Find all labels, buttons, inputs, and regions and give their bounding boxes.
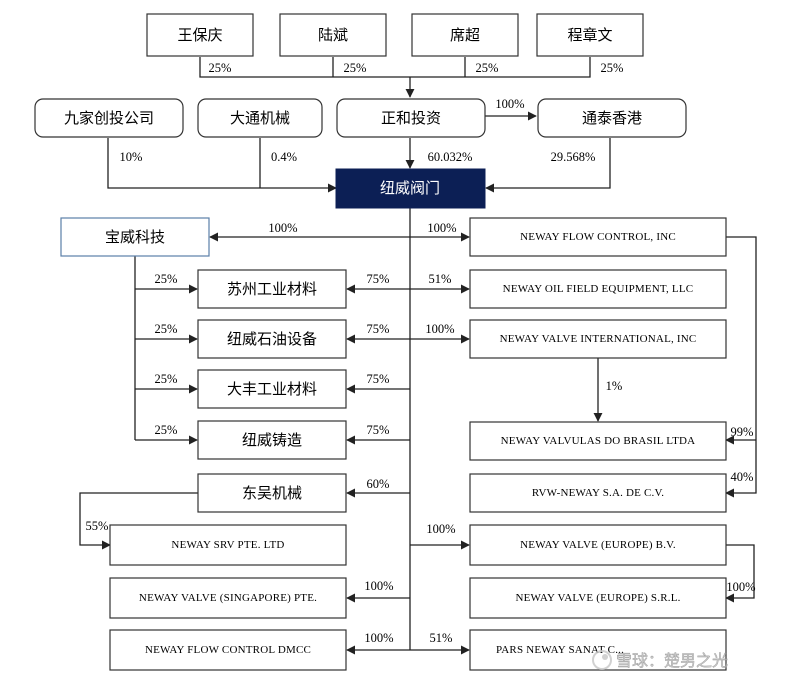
pct-tongtai-to-neway: 29.568% <box>551 150 596 164</box>
node-baowei: 宝威科技 <box>105 228 165 246</box>
connector-lines <box>79 57 757 655</box>
boxes <box>34 13 727 671</box>
pct-neway-to-intl: 100% <box>425 322 454 336</box>
pct-bv-to-srl: 100% <box>726 580 755 594</box>
node-pars-neway: PARS NEWAY SANAT C... <box>496 644 624 656</box>
node-box-cheng-zhangwen <box>536 13 644 57</box>
node-box-zhenghe <box>336 98 486 138</box>
node-box-neway-casting <box>197 420 347 460</box>
pct-neway-to-casting: 75% <box>367 423 390 437</box>
node-box-neway-oil-equipment <box>197 319 347 359</box>
pct-lu-to-zhenghe: 25% <box>344 61 367 75</box>
snowball-logo-icon <box>592 650 612 670</box>
pct-baowei-to-dafeng: 25% <box>155 372 178 386</box>
pct-neway-to-dafeng: 75% <box>367 372 390 386</box>
pct-jiujia-to-neway: 10% <box>120 150 143 164</box>
node-box-lu-bin <box>279 13 387 57</box>
pct-intl-to-brasil: 1% <box>606 379 623 393</box>
node-box-neway-srv <box>109 524 347 566</box>
node-box-jiujia <box>34 98 184 138</box>
node-neway-europe-bv: NEWAY VALVE (EUROPE) B.V. <box>520 539 676 551</box>
pct-flow-inc-to-brasil: 99% <box>731 425 754 439</box>
node-neway-europe-srl: NEWAY VALVE (EUROPE) S.R.L. <box>515 592 680 604</box>
node-box-neway-flow-inc <box>469 217 727 257</box>
node-neway-valve: 纽威阀门 <box>380 179 440 197</box>
pct-baowei-to-oil-equipment: 25% <box>155 322 178 336</box>
pct-zhenghe-to-neway: 60.032% <box>428 150 473 164</box>
pct-datong-to-neway: 0.4% <box>271 150 297 164</box>
node-box-tongtai <box>537 98 687 138</box>
node-neway-brasil: NEWAY VALVULAS DO BRASIL LTDA <box>501 435 696 447</box>
node-neway-casting: 纽威铸造 <box>242 431 302 449</box>
pct-flow-inc-to-rvw: 40% <box>731 470 754 484</box>
pct-cheng-to-zhenghe: 25% <box>601 61 624 75</box>
pct-wang-to-zhenghe: 25% <box>209 61 232 75</box>
pct-neway-to-pars: 51% <box>430 631 453 645</box>
pct-neway-to-europe-bv: 100% <box>426 522 455 536</box>
node-box-neway-brasil <box>469 421 727 461</box>
node-box-datong <box>197 98 323 138</box>
watermark: 雪球：楚男之光 <box>592 650 728 670</box>
node-neway-singapore: NEWAY VALVE (SINGAPORE) PTE. <box>139 592 317 604</box>
node-box-neway-singapore <box>109 577 347 619</box>
node-jiujia: 九家创投公司 <box>64 109 154 127</box>
node-box-neway-intl <box>469 319 727 359</box>
pct-zhenghe-to-tongtai: 100% <box>495 97 524 111</box>
node-box-dongwu <box>197 473 347 513</box>
node-rvw-neway: RVW-NEWAY S.A. DE C.V. <box>532 487 664 499</box>
node-box-dafeng-material <box>197 369 347 409</box>
node-box-neway-europe-bv <box>469 524 727 566</box>
pct-baowei-to-suzhou: 25% <box>155 272 178 286</box>
node-zhenghe: 正和投资 <box>381 109 441 127</box>
pct-neway-to-baowei: 100% <box>268 221 297 235</box>
node-neway-flow-inc: NEWAY FLOW CONTROL, INC <box>520 231 676 243</box>
node-box-wang-baoqing <box>146 13 254 57</box>
node-xi-chao: 席超 <box>450 26 480 44</box>
node-box-neway-valve <box>335 168 486 209</box>
node-box-neway-dmcc <box>109 629 347 671</box>
pct-neway-to-oil-llc: 51% <box>429 272 452 286</box>
node-neway-oil-llc: NEWAY OIL FIELD EQUIPMENT, LLC <box>503 283 694 295</box>
node-dongwu: 东吴机械 <box>242 484 302 502</box>
node-box-suzhou-material <box>197 269 347 309</box>
node-neway-dmcc: NEWAY FLOW CONTROL DMCC <box>145 644 311 656</box>
node-box-xi-chao <box>411 13 519 57</box>
pct-neway-to-dongwu: 60% <box>367 477 390 491</box>
box-labels: 王保庆 陆斌 席超 程章文 九家创投公司 大通机械 正和投资 通泰香港 纽威阀门… <box>64 26 696 656</box>
node-box-neway-oil-llc <box>469 269 727 309</box>
node-neway-intl: NEWAY VALVE INTERNATIONAL, INC <box>500 333 697 345</box>
watermark-text: 雪球：楚男之光 <box>616 651 728 670</box>
node-datong: 大通机械 <box>230 109 290 127</box>
node-box-neway-europe-srl <box>469 577 727 619</box>
node-wang-baoqing: 王保庆 <box>177 26 222 44</box>
node-dafeng-material: 大丰工业材料 <box>227 380 317 398</box>
node-tongtai: 通泰香港 <box>582 109 642 127</box>
pct-neway-to-suzhou: 75% <box>367 272 390 286</box>
pct-neway-to-singapore: 100% <box>364 579 393 593</box>
pct-dongwu-to-srv: 55% <box>86 519 109 533</box>
node-box-rvw-neway <box>469 473 727 513</box>
node-cheng-zhangwen: 程章文 <box>567 26 612 44</box>
pct-xi-to-zhenghe: 25% <box>476 61 499 75</box>
pct-neway-to-flow-inc: 100% <box>427 221 456 235</box>
pct-baowei-to-casting: 25% <box>155 423 178 437</box>
percentage-labels: 25% 25% 25% 25% 100% 10% 0.4% 60.032% 29… <box>86 61 756 645</box>
node-neway-oil-equipment: 纽威石油设备 <box>227 330 317 348</box>
node-neway-srv: NEWAY SRV PTE. LTD <box>171 539 284 551</box>
pct-neway-to-oil-equipment: 75% <box>367 322 390 336</box>
node-box-baowei <box>60 217 210 257</box>
node-lu-bin: 陆斌 <box>318 26 348 44</box>
pct-neway-to-dmcc: 100% <box>364 631 393 645</box>
node-box-pars-neway <box>469 629 727 671</box>
node-suzhou-material: 苏州工业材料 <box>227 280 317 298</box>
